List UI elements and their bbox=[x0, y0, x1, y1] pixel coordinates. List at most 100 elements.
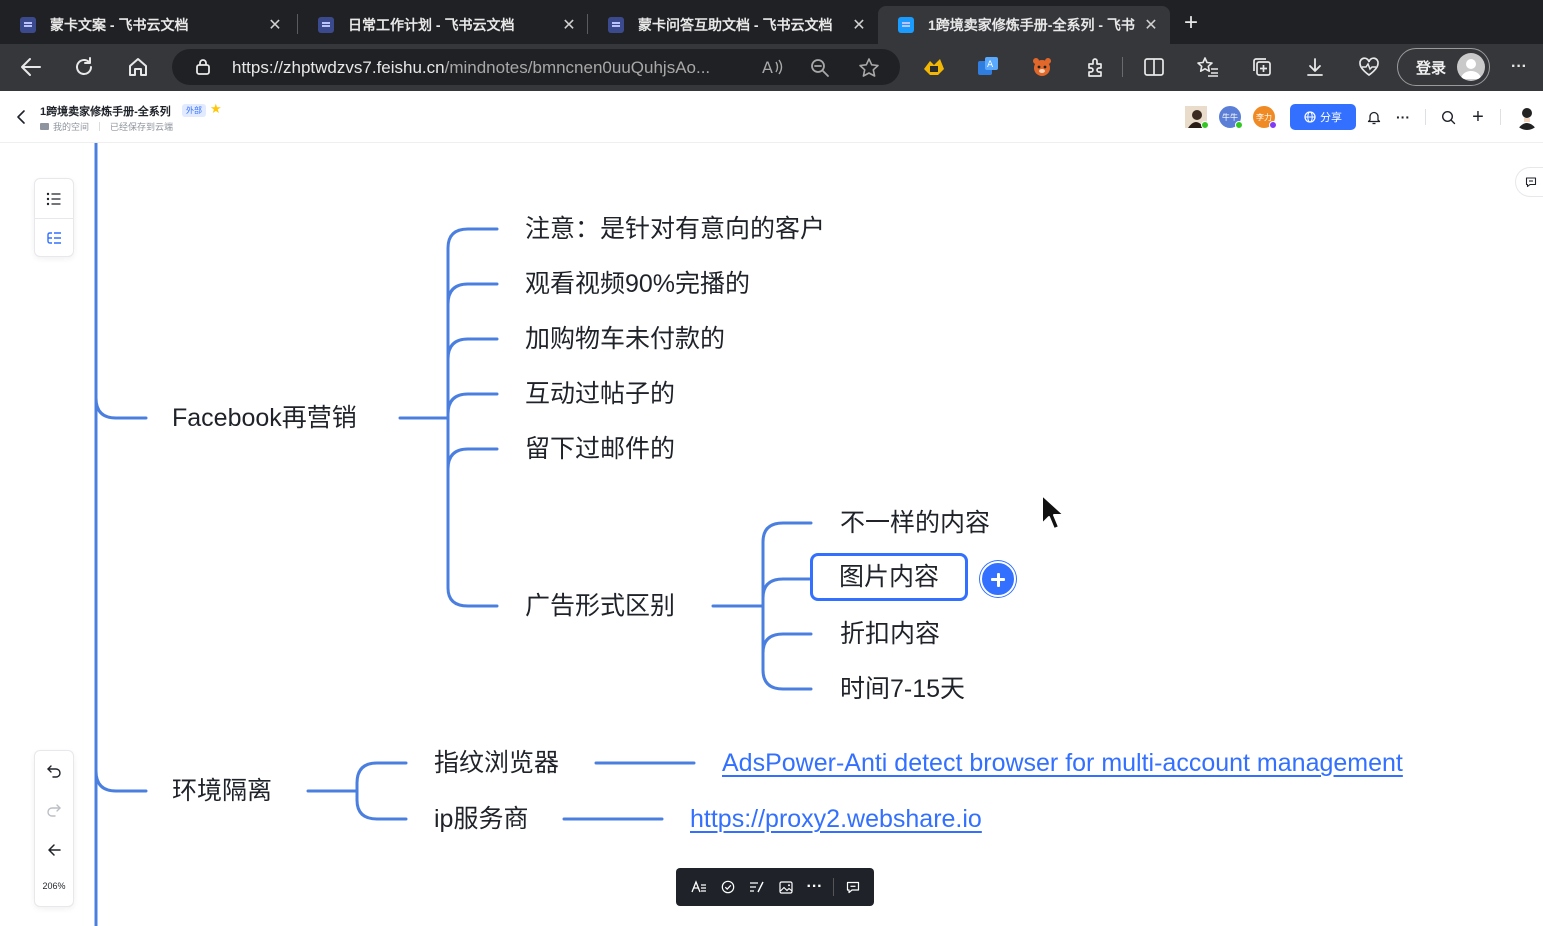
doc-header: 1跨境卖家修炼手册-全系列 外部 ★ 我的空间 已经保存到云端 牛牛 李力 分享… bbox=[0, 91, 1543, 143]
favorite-star-icon[interactable] bbox=[858, 57, 880, 79]
outline-tool-panel bbox=[34, 178, 74, 257]
meta-divider bbox=[99, 122, 101, 131]
connector-fb-4 bbox=[446, 392, 499, 416]
chevron-left-icon[interactable] bbox=[12, 107, 30, 127]
node-link-adspower[interactable]: AdsPower-Anti detect browser for multi-a… bbox=[722, 749, 1403, 777]
tab-title: 蒙卡文案 - 飞书云文档 bbox=[50, 17, 189, 33]
connector-fb-3 bbox=[446, 337, 499, 361]
share-button[interactable]: 分享 bbox=[1290, 104, 1356, 130]
redo-button[interactable] bbox=[35, 791, 73, 829]
connector-isolation bbox=[94, 769, 148, 793]
collaborator-avatar-3[interactable]: 李力 bbox=[1251, 104, 1277, 130]
text-style-button[interactable] bbox=[684, 868, 713, 906]
collections-icon[interactable] bbox=[1249, 54, 1275, 80]
check-circle-icon bbox=[721, 880, 734, 894]
add-button[interactable]: + bbox=[1472, 105, 1484, 128]
add-child-node-button[interactable] bbox=[980, 561, 1016, 597]
node-link-webshare[interactable]: https://proxy2.webshare.io bbox=[690, 805, 982, 833]
text-format-icon bbox=[690, 880, 706, 893]
download-icon[interactable] bbox=[1302, 54, 1328, 80]
performance-heart-icon[interactable] bbox=[1356, 54, 1382, 80]
doc-icon bbox=[20, 17, 36, 33]
svg-text:A: A bbox=[987, 60, 994, 70]
connector-facebook bbox=[94, 396, 148, 420]
zoom-level[interactable]: 206% bbox=[42, 881, 66, 891]
node-audience-2[interactable]: 观看视频90%完播的 bbox=[525, 270, 751, 298]
close-icon[interactable]: ✕ bbox=[268, 17, 282, 34]
browser-menu-button[interactable]: ··· bbox=[1511, 58, 1527, 75]
svg-text:A: A bbox=[762, 58, 773, 76]
zoom-out-icon[interactable] bbox=[810, 58, 830, 78]
collaborator-avatar-1[interactable] bbox=[1183, 104, 1209, 130]
more-actions-button[interactable]: ··· bbox=[806, 878, 823, 895]
mindmap-canvas[interactable]: Facebook再营销 环境隔离 注意：是针对有意向的客户 观看视频90%完播的… bbox=[0, 143, 1543, 926]
more-options-button[interactable]: ··· bbox=[1396, 109, 1410, 125]
home-button[interactable] bbox=[123, 52, 153, 82]
browser-tab-4-active[interactable]: 1跨境卖家修炼手册-全系列 - 飞书 ✕ bbox=[878, 6, 1170, 44]
node-ad-format-child-3[interactable]: 折扣内容 bbox=[840, 620, 941, 648]
location-label[interactable]: 我的空间 bbox=[53, 122, 90, 132]
arrow-left-icon bbox=[21, 58, 41, 76]
connector-iso-bracket bbox=[355, 761, 408, 821]
collaborator-initials: 李力 bbox=[1256, 112, 1272, 122]
split-screen-icon[interactable] bbox=[1141, 54, 1167, 80]
online-status-dot bbox=[1235, 121, 1243, 129]
profile-avatar-icon bbox=[1457, 53, 1485, 81]
mindmap-view-button[interactable] bbox=[35, 219, 73, 257]
tab-divider bbox=[587, 14, 588, 34]
outline-list-button[interactable] bbox=[35, 180, 73, 218]
insert-image-button[interactable] bbox=[771, 868, 800, 906]
new-tab-button[interactable]: + bbox=[1183, 9, 1198, 36]
extension-translate-icon[interactable]: A bbox=[975, 54, 1001, 80]
node-audience-3[interactable]: 加购物车未付款的 bbox=[525, 325, 726, 353]
tab-divider bbox=[297, 14, 298, 34]
node-audience-1[interactable]: 注意：是针对有意向的客户 bbox=[525, 215, 826, 243]
favorites-list-icon[interactable] bbox=[1195, 54, 1221, 80]
node-ad-format-child-2-selected[interactable]: 图片内容 bbox=[810, 553, 969, 601]
browser-tab-1[interactable]: 蒙卡文案 - 飞书云文档 ✕ bbox=[0, 6, 294, 44]
collaborator-initials: 牛牛 bbox=[1222, 112, 1238, 122]
browser-tab-2[interactable]: 日常工作计划 - 飞书云文档 ✕ bbox=[298, 6, 588, 44]
add-comment-button[interactable] bbox=[838, 868, 867, 906]
notification-bell-icon[interactable] bbox=[1364, 107, 1384, 127]
doc-title[interactable]: 1跨境卖家修炼手册-全系列 bbox=[40, 106, 171, 118]
header-divider bbox=[1425, 109, 1426, 125]
comments-panel-toggle[interactable] bbox=[1515, 167, 1543, 197]
node-environment-isolation[interactable]: 环境隔离 bbox=[172, 777, 273, 805]
login-button[interactable]: 登录 bbox=[1397, 48, 1490, 86]
node-ad-format-child-1[interactable]: 不一样的内容 bbox=[840, 509, 991, 537]
extension-bear-icon[interactable] bbox=[1029, 54, 1055, 80]
connector-ad-2 bbox=[761, 577, 813, 600]
globe-icon bbox=[1304, 111, 1316, 123]
node-audience-4[interactable]: 互动过帖子的 bbox=[525, 380, 676, 408]
read-aloud-icon[interactable]: A bbox=[762, 58, 784, 76]
search-icon[interactable] bbox=[1438, 107, 1458, 127]
mark-done-button[interactable] bbox=[713, 868, 742, 906]
list-icon bbox=[46, 192, 61, 206]
collapse-layout-button[interactable] bbox=[35, 831, 73, 869]
undo-button[interactable] bbox=[35, 752, 73, 790]
address-bar[interactable]: https://zhptwdzvs7.feishu.cn/mindnotes/b… bbox=[172, 49, 900, 85]
close-icon[interactable]: ✕ bbox=[852, 17, 866, 34]
node-ip-provider[interactable]: ip服务商 bbox=[434, 805, 529, 833]
reload-button[interactable] bbox=[69, 52, 99, 82]
node-ad-format-child-4[interactable]: 时间7-15天 bbox=[840, 675, 966, 703]
extensions-puzzle-icon[interactable] bbox=[1083, 54, 1109, 80]
close-icon[interactable]: ✕ bbox=[562, 17, 576, 34]
close-icon[interactable]: ✕ bbox=[1144, 17, 1158, 34]
node-fingerprint-browser[interactable]: 指纹浏览器 bbox=[434, 749, 560, 777]
node-audience-5[interactable]: 留下过邮件的 bbox=[525, 435, 676, 463]
lock-icon bbox=[196, 59, 210, 75]
star-icon[interactable]: ★ bbox=[210, 101, 222, 116]
login-label: 登录 bbox=[1416, 59, 1447, 77]
user-avatar[interactable] bbox=[1514, 104, 1540, 130]
back-button[interactable] bbox=[16, 52, 46, 82]
url-path: /mindnotes/bmncnen0uuQuhjsAo... bbox=[444, 58, 711, 77]
extension-fox-icon[interactable] bbox=[921, 54, 947, 80]
node-facebook-remarketing[interactable]: Facebook再营销 bbox=[172, 404, 357, 432]
browser-tab-3[interactable]: 蒙卡问答互助文档 - 飞书云文档 ✕ bbox=[588, 6, 878, 44]
node-ad-format[interactable]: 广告形式区别 bbox=[525, 592, 676, 620]
add-note-button[interactable] bbox=[742, 868, 771, 906]
collaborator-avatar-2[interactable]: 牛牛 bbox=[1217, 104, 1243, 130]
